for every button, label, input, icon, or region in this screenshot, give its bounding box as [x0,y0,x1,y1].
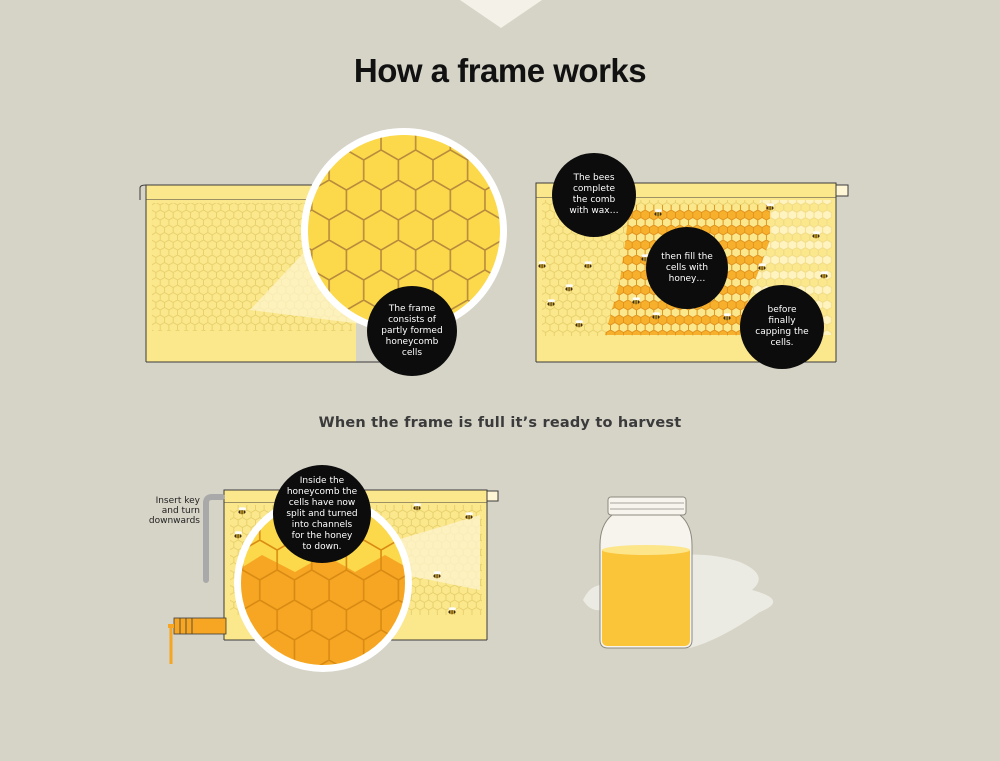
honey-jar-icon [583,496,774,649]
callout-circle-3 [646,227,728,309]
callout-complete-comb: The bees complete the comb with wax… [569,173,619,216]
callout-circle-2 [552,153,636,237]
page-title: How a frame works [353,52,647,89]
callout-capping: before finally capping the cells. [755,305,809,348]
callout-circle-1 [367,286,457,376]
insert-key-note: Insert key and turn downwards [148,496,200,526]
key-handle-icon [203,494,225,583]
callout-circle-4 [740,285,824,369]
callout-channels: Inside the honeycomb the cells have now … [286,475,358,552]
callout-circle-5 [273,465,371,563]
tap-icon [168,617,227,664]
callout-fill-honey: then fill the cells with honey… [661,251,713,284]
top-notch-shape [460,0,542,28]
callout-partly-formed: The frame consists of partly formed hone… [381,303,443,358]
section-subtitle: When the frame is full it’s ready to har… [318,415,682,431]
frame-partly-formed [139,128,507,363]
